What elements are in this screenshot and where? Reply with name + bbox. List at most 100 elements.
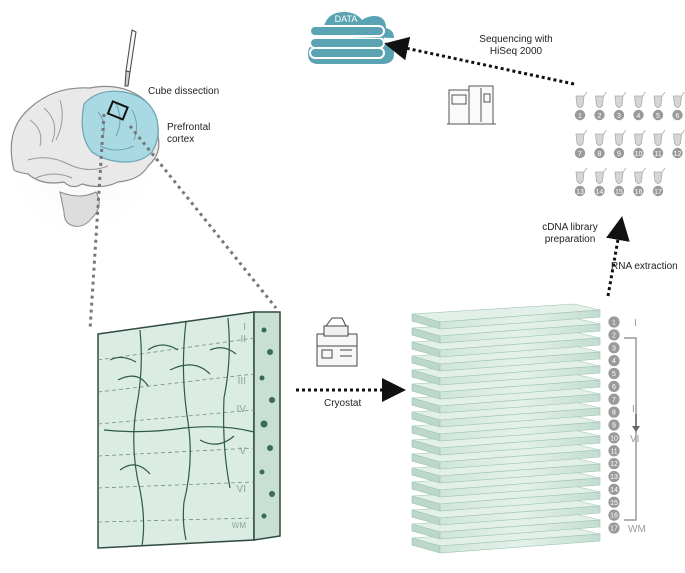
slice-number-badge — [608, 329, 620, 341]
tube-number-badge — [613, 185, 625, 197]
tube-number: 3 — [617, 113, 621, 120]
tube-number: 9 — [617, 151, 621, 158]
tissue-slice — [411, 317, 601, 344]
bracket-arrow — [632, 414, 640, 432]
cryostat-icon — [316, 317, 358, 367]
tube-number-badge — [652, 147, 664, 159]
tube-number: 17 — [654, 189, 662, 196]
cloud-database-icon — [308, 12, 394, 64]
dissection-cube-marker — [106, 100, 129, 121]
tissue-slice — [411, 303, 601, 330]
tube-number: 14 — [596, 189, 604, 196]
slice-number-badge — [608, 509, 620, 521]
tube-icon — [575, 129, 588, 146]
tube-number: 5 — [656, 113, 660, 120]
slice-stack — [411, 303, 601, 554]
tissue-slice — [411, 527, 601, 554]
tube-number-badge — [574, 185, 586, 197]
tube-number-badge — [574, 109, 586, 121]
tube-icon — [614, 91, 627, 108]
slice-number: 13 — [610, 474, 618, 481]
slice-number-badge — [608, 445, 620, 457]
tube-number-badge — [594, 109, 605, 121]
tube-number: 6 — [676, 113, 680, 120]
prefrontal-cortex-label: Prefrontal cortex — [167, 122, 210, 146]
tube-number-badge — [613, 109, 625, 121]
tube-icon — [595, 129, 607, 146]
tube-number-badge — [633, 147, 644, 159]
slice-number-badge — [608, 367, 620, 380]
tube-number: 8 — [598, 151, 602, 158]
tube-icon — [634, 167, 646, 184]
tube-icon — [653, 129, 666, 146]
scalpel-icon — [124, 29, 137, 87]
tube-number-badge — [594, 185, 605, 197]
slice-layer-bottom: WM — [628, 524, 646, 535]
slice-number: 17 — [610, 526, 618, 533]
slice-number-badge — [608, 380, 620, 392]
tube-number-badge — [672, 109, 683, 121]
slice-number-badge — [608, 316, 620, 328]
tube-number-badge — [613, 147, 625, 159]
tube-number-badge — [594, 147, 605, 159]
tissue-block — [97, 311, 281, 549]
slice-number-badge — [608, 406, 620, 418]
tube-icon — [595, 91, 607, 108]
tube-icon — [634, 129, 646, 146]
tissue-slice — [411, 443, 601, 470]
arrow-sequencing — [384, 36, 575, 86]
sequencing-label-line1: Sequencing with — [479, 34, 553, 45]
data-label: DATA — [335, 14, 358, 24]
cortex-layer-label: V — [239, 446, 246, 457]
tissue-slice — [411, 415, 601, 442]
tube-number: 13 — [576, 189, 584, 196]
slice-number: 10 — [610, 435, 618, 442]
slice-number: 1 — [612, 320, 616, 327]
tube-number: 11 — [654, 151, 661, 158]
slice-layer-middle-start: II — [632, 404, 638, 415]
tube-icon — [575, 91, 588, 108]
tube-icon — [614, 129, 627, 146]
tube-number: 7 — [578, 151, 582, 158]
slice-number-badge — [608, 419, 620, 431]
tube-icon — [673, 129, 685, 146]
tube-icon — [653, 91, 666, 108]
tube-icon — [653, 167, 666, 184]
cortex-layer-label: II — [240, 334, 246, 345]
slice-number-badge — [608, 496, 620, 508]
sequencing-label-line2: HiSeq 2000 — [489, 46, 543, 57]
slice-number: 8 — [612, 410, 616, 417]
slice-number: 9 — [612, 423, 616, 430]
slice-number-badge — [608, 342, 620, 354]
tissue-slice — [411, 387, 601, 414]
tissue-slice — [411, 499, 601, 526]
slice-number: 2 — [612, 332, 616, 339]
slice-number: 14 — [610, 487, 618, 494]
tube-number-badge — [633, 109, 644, 121]
prefrontal-label-line1: Prefrontal — [167, 122, 211, 133]
tube-number-badge — [652, 109, 664, 121]
tube-number: 10 — [635, 151, 643, 158]
cdna-label-line1: cDNA library — [542, 222, 598, 233]
slice-number: 11 — [610, 448, 617, 455]
sequencing-label: Sequencing with HiSeq 2000 — [466, 34, 566, 58]
rna-extraction-label: RNA extraction — [611, 261, 678, 272]
slice-number-badge — [608, 470, 620, 483]
slice-number-badge — [608, 432, 620, 444]
slice-number: 3 — [612, 345, 616, 352]
tube-icon — [614, 167, 627, 184]
slice-number-badge — [608, 393, 620, 405]
zoom-line-left — [88, 113, 106, 331]
tissue-slice — [411, 373, 601, 400]
slice-number: 6 — [612, 384, 616, 391]
slice-number: 4 — [612, 358, 616, 365]
tube-number-badge — [574, 147, 586, 159]
cortex-layer-label: WM — [232, 521, 247, 530]
slice-number-badge — [608, 458, 620, 470]
tube-number-badge — [672, 147, 683, 159]
tube-number: 16 — [635, 189, 643, 196]
